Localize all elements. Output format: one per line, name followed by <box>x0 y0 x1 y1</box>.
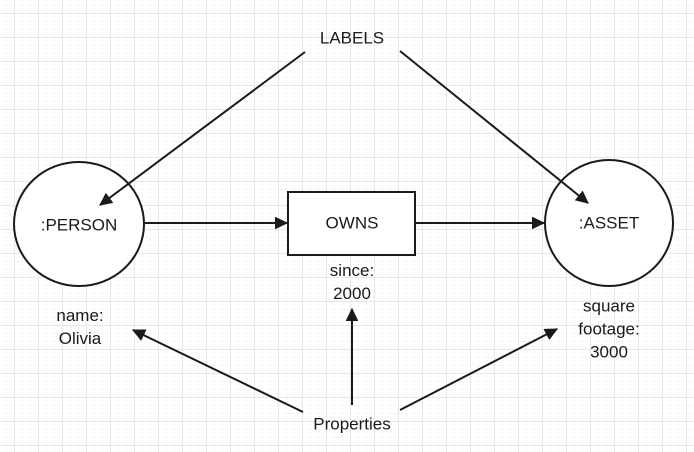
asset-property-line: footage: <box>578 319 640 339</box>
asset-node-label: :ASSET <box>578 213 640 233</box>
labels-to-person-arrow <box>100 51 306 206</box>
person-property-line: Olivia <box>58 329 102 348</box>
owns-property-line: 2000 <box>333 284 371 303</box>
properties-to-name-arrow <box>133 329 304 413</box>
owns-property-line: since: <box>329 261 375 280</box>
person-node-circle <box>13 161 145 287</box>
asset-properties-text: square footage: 3000 <box>578 295 639 364</box>
asset-property-line: square <box>583 296 635 316</box>
properties-annotation-title: Properties <box>313 414 391 434</box>
person-node-label: :PERSON <box>40 215 118 235</box>
person-properties-text: name: Olivia <box>56 304 103 350</box>
owns-properties-text: since: 2000 <box>330 259 374 305</box>
asset-property-line: 3000 <box>590 342 628 362</box>
person-property-line: name: <box>56 306 104 325</box>
owns-relationship-label: OWNS <box>325 213 379 233</box>
labels-annotation-title: LABELS <box>319 28 385 48</box>
labels-to-asset-arrow <box>399 50 588 204</box>
owns-relationship-box <box>287 191 416 256</box>
properties-to-footage-arrow <box>399 328 557 411</box>
